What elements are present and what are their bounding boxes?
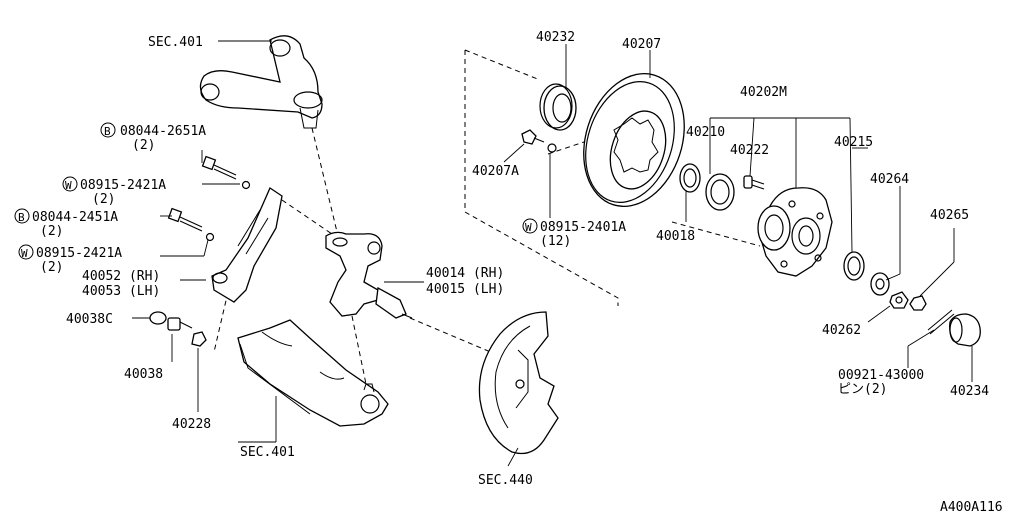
bolt-40207A[interactable] [521, 129, 545, 145]
label-sec401-lower: SEC.401 [240, 445, 295, 460]
steering-knuckle[interactable] [325, 231, 413, 319]
label-08915-2421A-upper: 08915-2421A [80, 178, 166, 193]
assembly-line-spindle [409, 317, 501, 357]
wheel-hub-40202M[interactable] [757, 187, 833, 277]
bolt-mark-letter: B [18, 211, 25, 224]
label-40053: 40053 (LH) [82, 284, 160, 299]
washer-08915-2421A-lower[interactable] [205, 232, 215, 242]
label-40228: 40228 [172, 417, 211, 432]
label-40234: 40234 [950, 384, 989, 399]
washer-08915-2421A-upper[interactable] [241, 180, 251, 190]
assembly-line-lower-bushing [213, 291, 229, 353]
label-40038: 40038 [124, 367, 163, 382]
bearing-40018[interactable] [679, 163, 701, 193]
label-00921-43000-qty: ピン(2) [838, 382, 887, 397]
label-40207A: 40207A [472, 164, 519, 179]
label-40015: 40015 (LH) [426, 282, 504, 297]
washer-40264[interactable] [870, 272, 890, 296]
label-40207: 40207 [622, 37, 661, 52]
washer-mark-2: W [18, 244, 34, 260]
hub-bolt-40222[interactable] [743, 175, 765, 190]
assembly-line-hub [671, 221, 761, 247]
label-40265: 40265 [930, 208, 969, 223]
washer-mark-letter: W [21, 247, 28, 260]
washer-mark-letter: W [65, 179, 72, 192]
leader-lines [132, 40, 973, 467]
bearing-40215[interactable] [843, 251, 865, 281]
label-08915-2401A: 08915-2401A [540, 220, 626, 235]
bolt-08044-2651A[interactable] [201, 155, 237, 180]
lower-control-arm[interactable] [237, 319, 389, 427]
label-40210: 40210 [686, 125, 725, 140]
label-sec440: SEC.440 [478, 473, 533, 488]
bolt-mark-letter: B [104, 125, 111, 138]
label-40014: 40014 (RH) [426, 266, 504, 281]
label-40222: 40222 [730, 143, 769, 158]
grease-seal-40232[interactable] [539, 83, 577, 131]
washer-mark-letter: W [525, 221, 532, 234]
dust-shield[interactable] [478, 311, 559, 455]
label-40018: 40018 [656, 229, 695, 244]
label-40038C: 40038C [66, 312, 113, 327]
label-40202M: 40202M [740, 85, 787, 100]
label-40232: 40232 [536, 30, 575, 45]
figure-code: A400A116 [940, 500, 1003, 512]
label-40262: 40262 [822, 323, 861, 338]
label-sec401-upper: SEC.401 [148, 35, 203, 50]
bolt-08044-2451A[interactable] [167, 207, 203, 232]
label-08044-2451A-qty: (2) [40, 224, 63, 239]
label-08915-2421A-lower: 08915-2421A [36, 246, 122, 261]
hub-cap-40234[interactable] [949, 313, 981, 347]
bolt-mark-2: B [14, 208, 30, 224]
cotter-pin-00921-43000[interactable] [927, 309, 955, 335]
label-08044-2651A-qty: (2) [132, 138, 155, 153]
upper-control-arm[interactable] [199, 35, 323, 129]
bearing-race-40210[interactable] [705, 173, 735, 211]
label-08044-2451A: 08044-2451A [32, 210, 118, 225]
brake-rotor-40207[interactable] [567, 60, 700, 219]
tension-rod-bracket[interactable] [211, 187, 283, 303]
nut-40262[interactable] [889, 291, 909, 309]
label-00921-43000: 00921-43000 [838, 368, 924, 383]
hub-group-dashed-outline [464, 49, 619, 306]
label-40264: 40264 [870, 172, 909, 187]
label-40215: 40215 [834, 135, 873, 150]
label-08044-2651A: 08044-2651A [120, 124, 206, 139]
label-40052: 40052 (RH) [82, 269, 160, 284]
assembly-line-lower-arm [351, 315, 367, 385]
washer-mark-3: W [522, 218, 538, 234]
nut-40228[interactable] [191, 331, 207, 347]
lock-nut-40265[interactable] [909, 295, 927, 311]
washer-08915-2401A[interactable] [547, 143, 557, 153]
assembly-line-rotor [547, 139, 591, 155]
label-08915-2421A-upper-qty: (2) [92, 192, 115, 207]
assembly-line-bracket [281, 199, 333, 235]
bolt-mark-1: B [100, 122, 116, 138]
washer-mark-1: W [62, 176, 78, 192]
label-08915-2401A-qty: (12) [540, 234, 571, 249]
bolt-40038[interactable] [167, 317, 193, 331]
bushing-40038C[interactable] [149, 311, 167, 325]
label-08915-2421A-lower-qty: (2) [40, 260, 63, 275]
assembly-line-upper-arm [311, 127, 339, 237]
